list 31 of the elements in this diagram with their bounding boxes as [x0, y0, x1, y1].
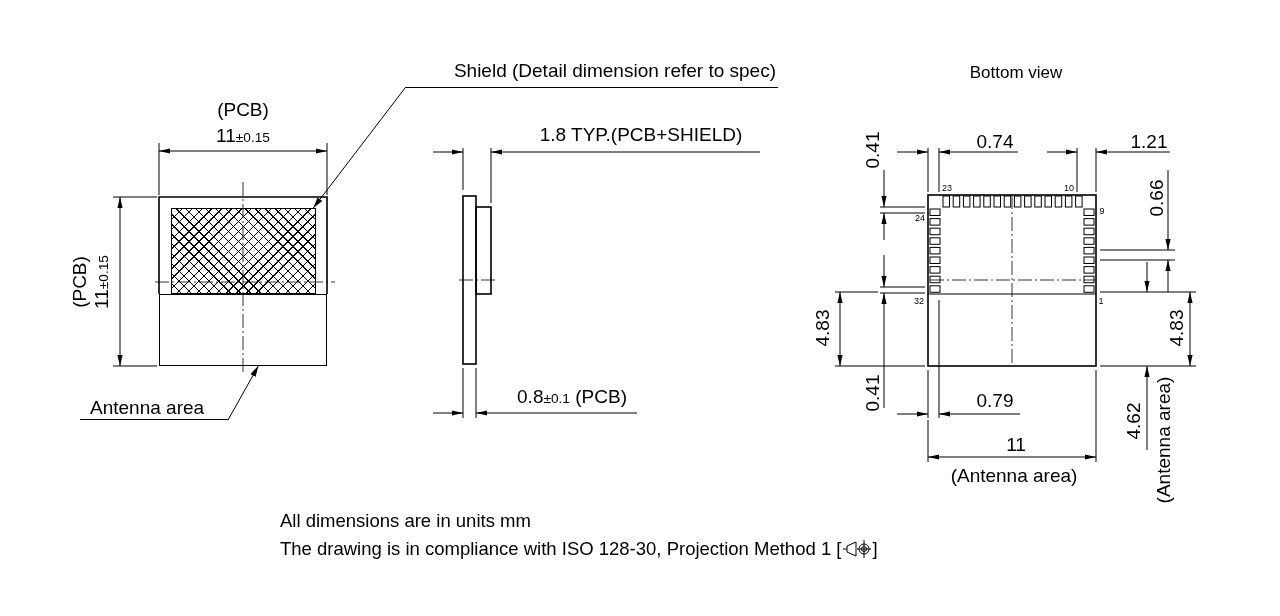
dimension-label: 11: [1006, 434, 1026, 456]
dimension-label: 0.74: [976, 131, 1014, 153]
pin-number: 23: [942, 184, 952, 194]
dimension-label: (PCB): [69, 256, 91, 308]
dimension-label: (PCB): [217, 99, 269, 121]
pin-number: 32: [914, 297, 924, 307]
bracket-text: ]: [872, 538, 878, 560]
callout-label: Shield (Detail dimension refer to spec): [405, 58, 778, 88]
dimension-label: 1.8 TYP.(PCB+SHIELD): [539, 124, 743, 146]
note-text: The drawing is in compliance with ISO 128-30, Projection Method 1 [: [280, 538, 842, 560]
pin-number: 24: [915, 214, 925, 224]
dimension-label: 0.79: [976, 390, 1014, 412]
dimension-label: 4.83: [812, 309, 834, 347]
note-text: All dimensions are in units mm: [280, 510, 531, 532]
pin-number: 1: [1098, 297, 1104, 307]
leader-line: [312, 87, 406, 209]
pin-number: 9: [1099, 207, 1105, 217]
shield-hatched-area: [171, 208, 316, 294]
pin-number: 10: [1064, 184, 1074, 194]
dimension-label: 0.66: [1146, 179, 1168, 217]
dimension-label: 4.83: [1166, 309, 1188, 347]
dimension-label: 0.41: [862, 131, 884, 169]
dimension-label: 4.62: [1123, 402, 1145, 440]
dimension-label: 1.21: [1130, 131, 1168, 153]
callout-label: Antenna area: [80, 395, 228, 420]
antenna-area: [159, 294, 327, 366]
dimension-label: 0.41: [862, 374, 884, 412]
view-title: Bottom view: [969, 63, 1063, 83]
dimension-label: (Antenna area): [1153, 376, 1175, 504]
dimension-label: (Antenna area): [950, 465, 1078, 487]
leader-line: [227, 365, 259, 421]
